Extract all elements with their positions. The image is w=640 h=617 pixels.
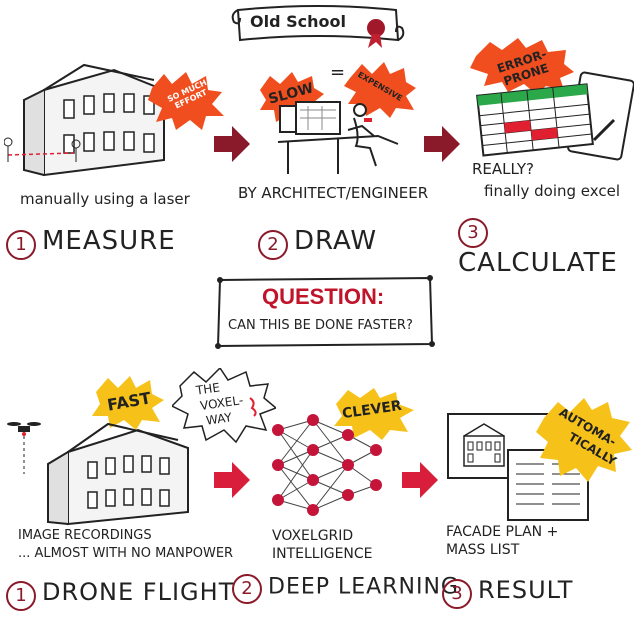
step-title: DRAW xyxy=(294,226,378,256)
result-caption-line2: MASS LIST xyxy=(446,542,520,558)
drone-icon xyxy=(7,422,41,474)
neural-network-illustration xyxy=(272,414,382,516)
step-calculate: 3CALCULATE xyxy=(458,218,640,278)
step-number: 1 xyxy=(6,580,36,611)
step-number: 2 xyxy=(232,574,262,604)
step-title: DRONE FLIGHT xyxy=(42,578,235,606)
building-illustration xyxy=(4,63,165,177)
question-box xyxy=(215,275,435,349)
drone-caption-line2: ... ALMOST WITH NO MANPOWER xyxy=(18,546,234,561)
step-title: MEASURE xyxy=(42,226,176,256)
architect-desk-illustration xyxy=(278,101,399,174)
step-title: RESULT xyxy=(478,576,574,604)
arrow-right-icon xyxy=(424,126,460,162)
voxel-way-bubble xyxy=(172,368,276,444)
automatically-burst xyxy=(536,398,632,482)
question-subtitle: CAN THIS BE DONE FASTER? xyxy=(228,318,413,333)
draw-caption: BY ARCHITECT/ENGINEER xyxy=(238,184,429,202)
calculate-caption-line1: REALLY? xyxy=(472,160,535,178)
drone-caption-line1: IMAGE RECORDINGS xyxy=(18,528,152,543)
arrow-right-icon xyxy=(402,462,438,498)
equals-sign: = xyxy=(330,62,346,83)
deep-learning-caption-line1: VOXELGRID xyxy=(272,528,354,544)
old-school-banner xyxy=(231,5,405,48)
calculate-caption-line2: finally doing excel xyxy=(484,182,621,200)
spreadsheet-illustration xyxy=(476,71,634,161)
error-prone-burst xyxy=(470,38,574,94)
drone-building-illustration xyxy=(47,422,189,526)
step-number: 3 xyxy=(458,218,488,248)
arrow-right-icon xyxy=(214,462,250,498)
question-title: QUESTION: xyxy=(262,284,385,309)
result-caption-line1: FACADE PLAN + xyxy=(446,524,559,540)
step-number: 1 xyxy=(6,229,36,260)
effort-burst xyxy=(148,72,224,130)
step-title: CALCULATE xyxy=(458,248,618,278)
banner-title: Old School xyxy=(250,12,346,31)
clever-burst xyxy=(334,388,414,440)
step-number: 2 xyxy=(258,229,288,260)
fast-burst xyxy=(92,376,164,430)
step-title: DEEP LEARNING xyxy=(268,574,459,600)
measure-caption: manually using a laser xyxy=(20,190,190,208)
step-number: 3 xyxy=(442,578,472,609)
deep-learning-caption-line2: INTELLIGENCE xyxy=(272,546,373,562)
arrow-right-icon xyxy=(214,126,250,162)
